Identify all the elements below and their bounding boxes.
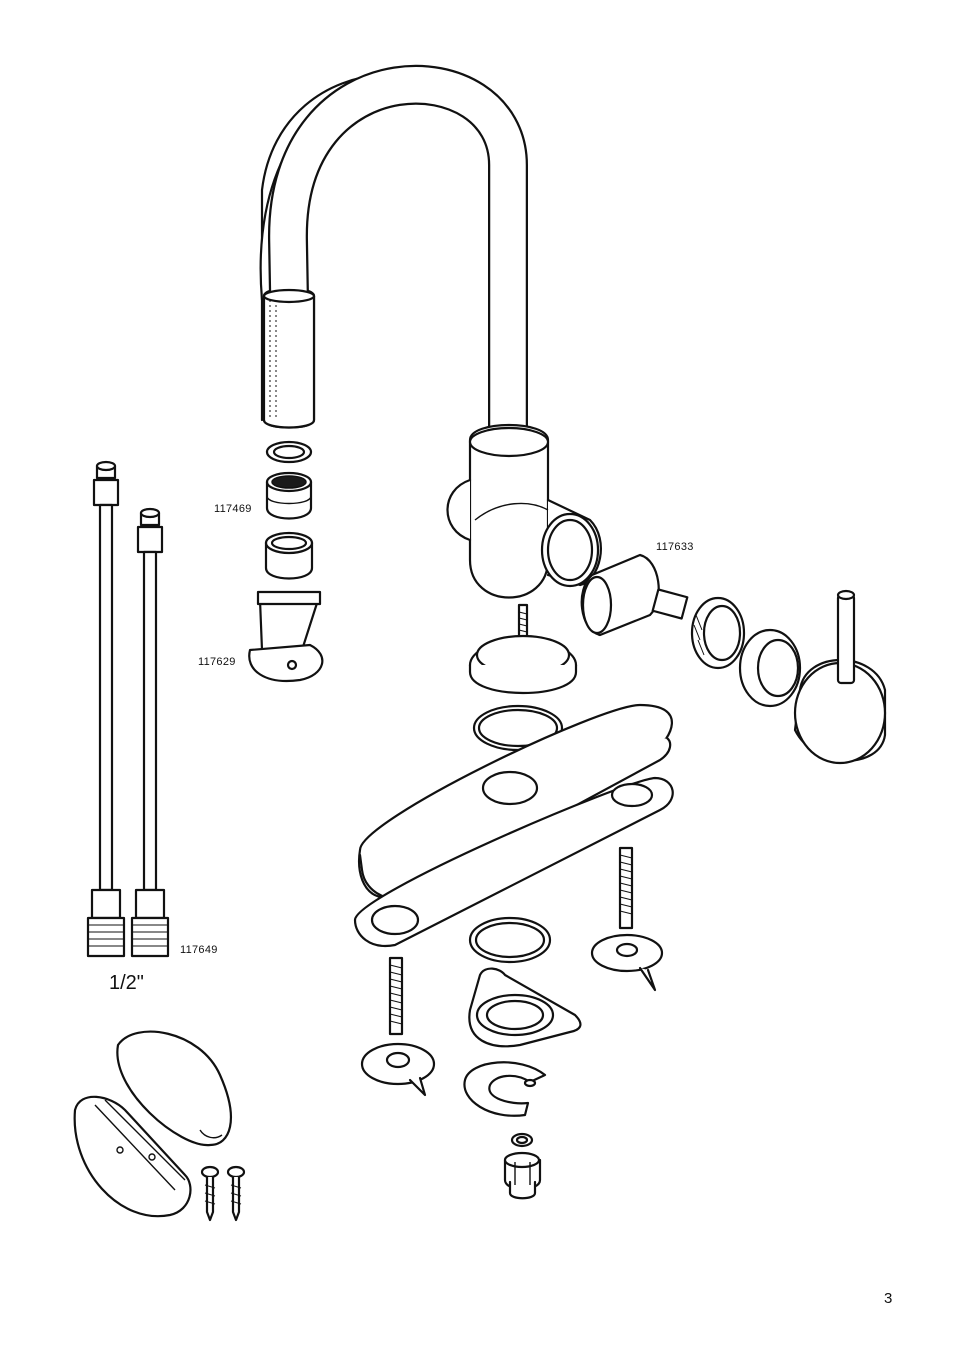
aerator-insert <box>267 473 311 519</box>
supply-hose-right <box>132 509 168 956</box>
screw-right <box>228 1167 244 1220</box>
part-number-supply-hoses: 117649 <box>180 944 218 956</box>
mounting-stud-left <box>390 958 402 1034</box>
aerator-key-tool <box>249 592 322 681</box>
handle-lever <box>795 591 885 763</box>
part-number-aerator: 117469 <box>214 503 252 515</box>
handle-sleeve <box>740 630 800 706</box>
washer-right <box>592 935 662 990</box>
screw-left <box>202 1167 218 1220</box>
aerator-housing <box>266 533 312 579</box>
mounting-bracket <box>469 969 580 1047</box>
washer-left <box>362 1044 434 1095</box>
cartridge-nut <box>692 598 744 668</box>
hex-adapter <box>505 1153 540 1198</box>
part-number-cartridge: 117633 <box>656 541 694 553</box>
mounting-stud-right <box>620 848 632 928</box>
supply-hose-left <box>88 462 124 956</box>
center-ring <box>470 918 550 962</box>
faucet-body <box>448 425 601 598</box>
page-number: 3 <box>884 1290 892 1307</box>
aerator-washer <box>267 442 311 462</box>
part-number-aerator-key: 117629 <box>198 656 236 668</box>
body-base-ring <box>470 636 576 693</box>
small-washer <box>512 1134 532 1146</box>
horseshoe-clip <box>464 1062 545 1116</box>
hose-thread-size: 1/2" <box>109 972 144 995</box>
